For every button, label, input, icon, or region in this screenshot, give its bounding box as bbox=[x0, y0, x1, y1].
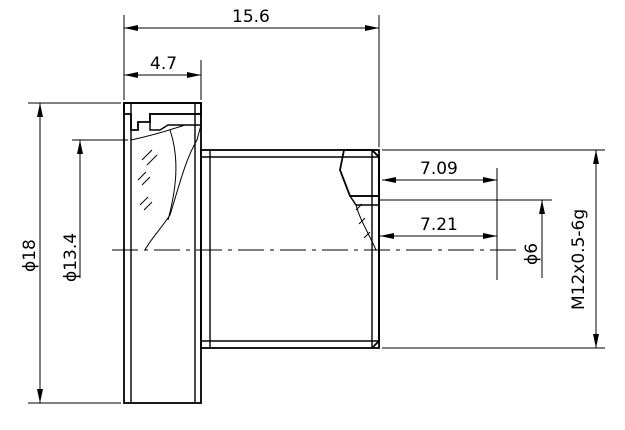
section-hatching bbox=[123, 102, 380, 206]
dim-flange-length: 4.7 bbox=[123, 54, 202, 100]
dim-depth-b-label: 7.21 bbox=[420, 215, 458, 235]
dim-inner-diameter: ϕ13.4 bbox=[61, 139, 128, 282]
dim-depth-a-label: 7.09 bbox=[420, 159, 458, 179]
dim-inner-diameter-label: ϕ13.4 bbox=[61, 233, 81, 282]
dim-total-length-label: 15.6 bbox=[232, 7, 270, 27]
dim-outer-diameter: ϕ18 bbox=[20, 102, 121, 404]
part-outline bbox=[123, 102, 380, 404]
lens-glass bbox=[130, 124, 377, 251]
dim-bore-diameter-label: ϕ6 bbox=[522, 243, 542, 265]
dim-depth-b: 7.21 bbox=[380, 215, 497, 239]
dim-total-length: 15.6 bbox=[123, 7, 380, 147]
dim-thread: M12x0.5-6g bbox=[382, 149, 605, 349]
dim-depth-a: 7.09 bbox=[382, 159, 498, 280]
dim-flange-length-label: 4.7 bbox=[150, 54, 177, 74]
dim-bore-diameter: ϕ6 bbox=[379, 199, 552, 278]
dim-thread-label: M12x0.5-6g bbox=[569, 209, 589, 310]
dim-outer-diameter-label: ϕ18 bbox=[20, 239, 40, 272]
